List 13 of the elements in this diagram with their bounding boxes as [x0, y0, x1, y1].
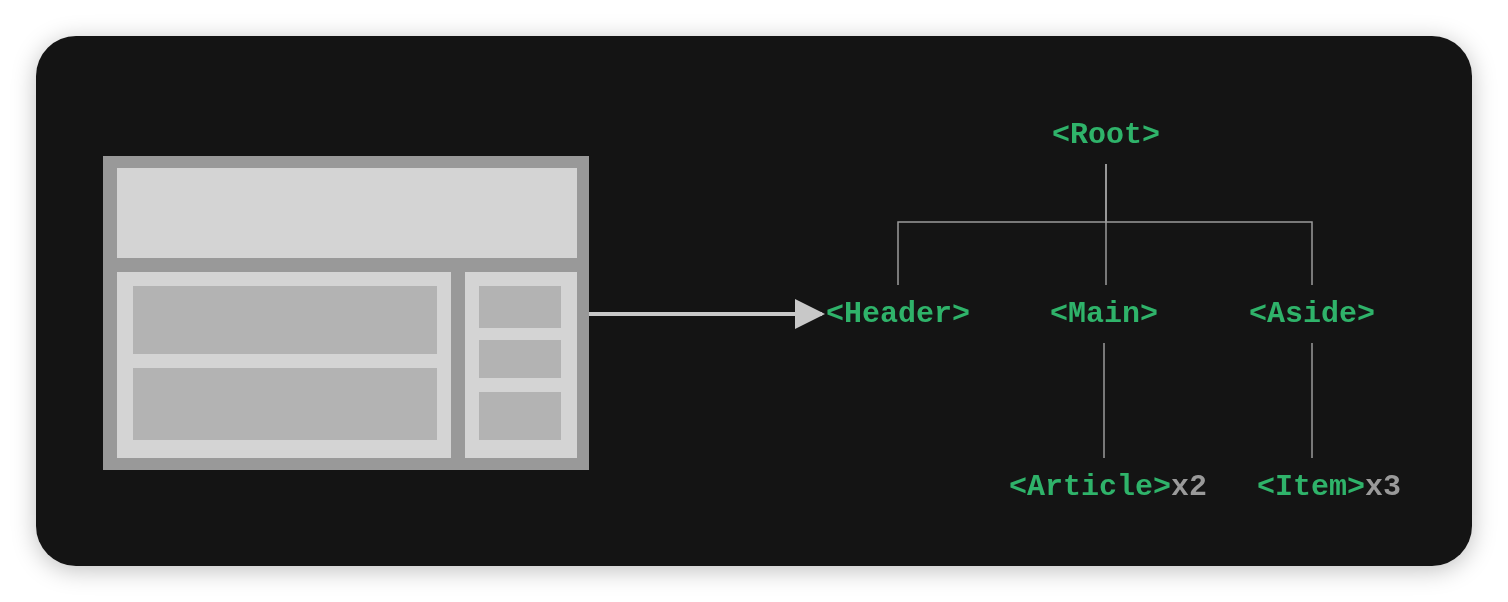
count-label: x3: [1365, 472, 1401, 502]
component-tag: <Main>: [1050, 299, 1158, 329]
count-label: x2: [1171, 472, 1207, 502]
page-layout-drawing: [103, 156, 589, 470]
tree-connector: [1103, 342, 1105, 459]
component-tag: <Header>: [826, 299, 970, 329]
component-tag: <Root>: [1052, 120, 1160, 150]
component-tag: <Item>: [1257, 472, 1365, 502]
tree-connector: [1311, 342, 1313, 459]
arrow: [589, 299, 825, 329]
component-tag: <Article>: [1009, 472, 1171, 502]
component-tag: <Aside>: [1249, 299, 1375, 329]
tree-connector: [1105, 163, 1313, 286]
